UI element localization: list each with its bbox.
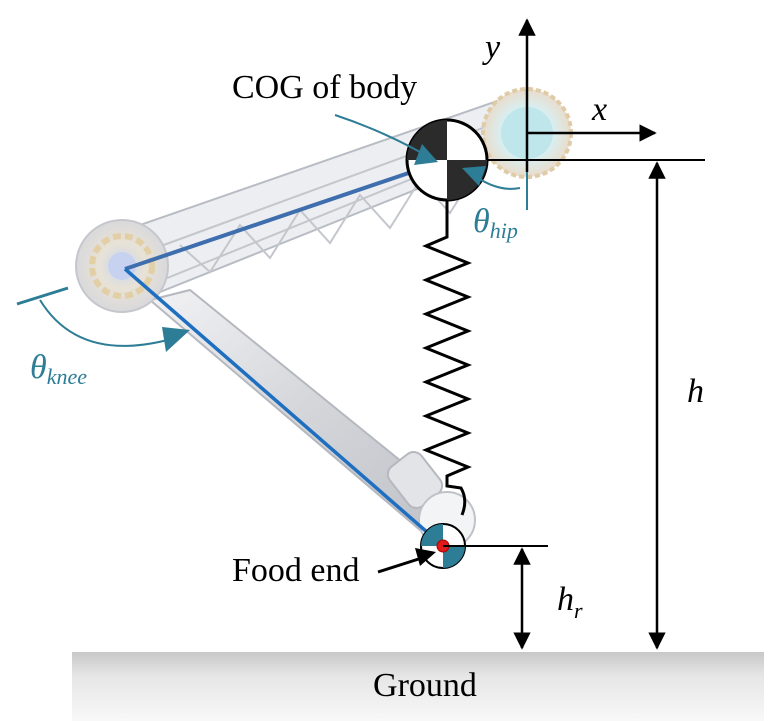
x-axis-label: x xyxy=(591,91,607,128)
coordinate-axes xyxy=(518,18,657,172)
thigh-line xyxy=(124,158,448,271)
knee-arrow-head xyxy=(162,327,190,352)
hip-arrow-head xyxy=(462,166,486,186)
cog-pointer-head xyxy=(414,144,438,165)
spring xyxy=(422,188,472,516)
knee-reference-line xyxy=(16,286,69,306)
ground-label: Ground xyxy=(373,667,477,704)
knee-angle-arc xyxy=(39,299,176,347)
theta-hip-label: θhip xyxy=(473,203,518,243)
y-axis-label: y xyxy=(482,29,501,66)
cog-pointer-arc xyxy=(334,114,421,153)
h-label: h xyxy=(687,373,704,410)
foot-end-callout: Food end xyxy=(232,548,436,589)
dimension-lines xyxy=(443,159,705,650)
cog-label: COG of body xyxy=(232,69,417,106)
theta-knee-label: θknee xyxy=(30,349,87,389)
angle-markings xyxy=(16,114,528,352)
foot-end-pointer-head xyxy=(415,548,436,566)
hip-angle-arc xyxy=(477,177,521,190)
robot-leg-illustration xyxy=(75,87,573,549)
foot-end-label: Food end xyxy=(232,552,360,589)
ground-slab xyxy=(72,652,764,721)
shin-line xyxy=(123,267,445,548)
ground: Ground xyxy=(72,652,764,721)
hr-label: hr xyxy=(557,581,583,623)
knee-joint-hub xyxy=(75,219,169,313)
leg-model-lines xyxy=(123,158,448,548)
